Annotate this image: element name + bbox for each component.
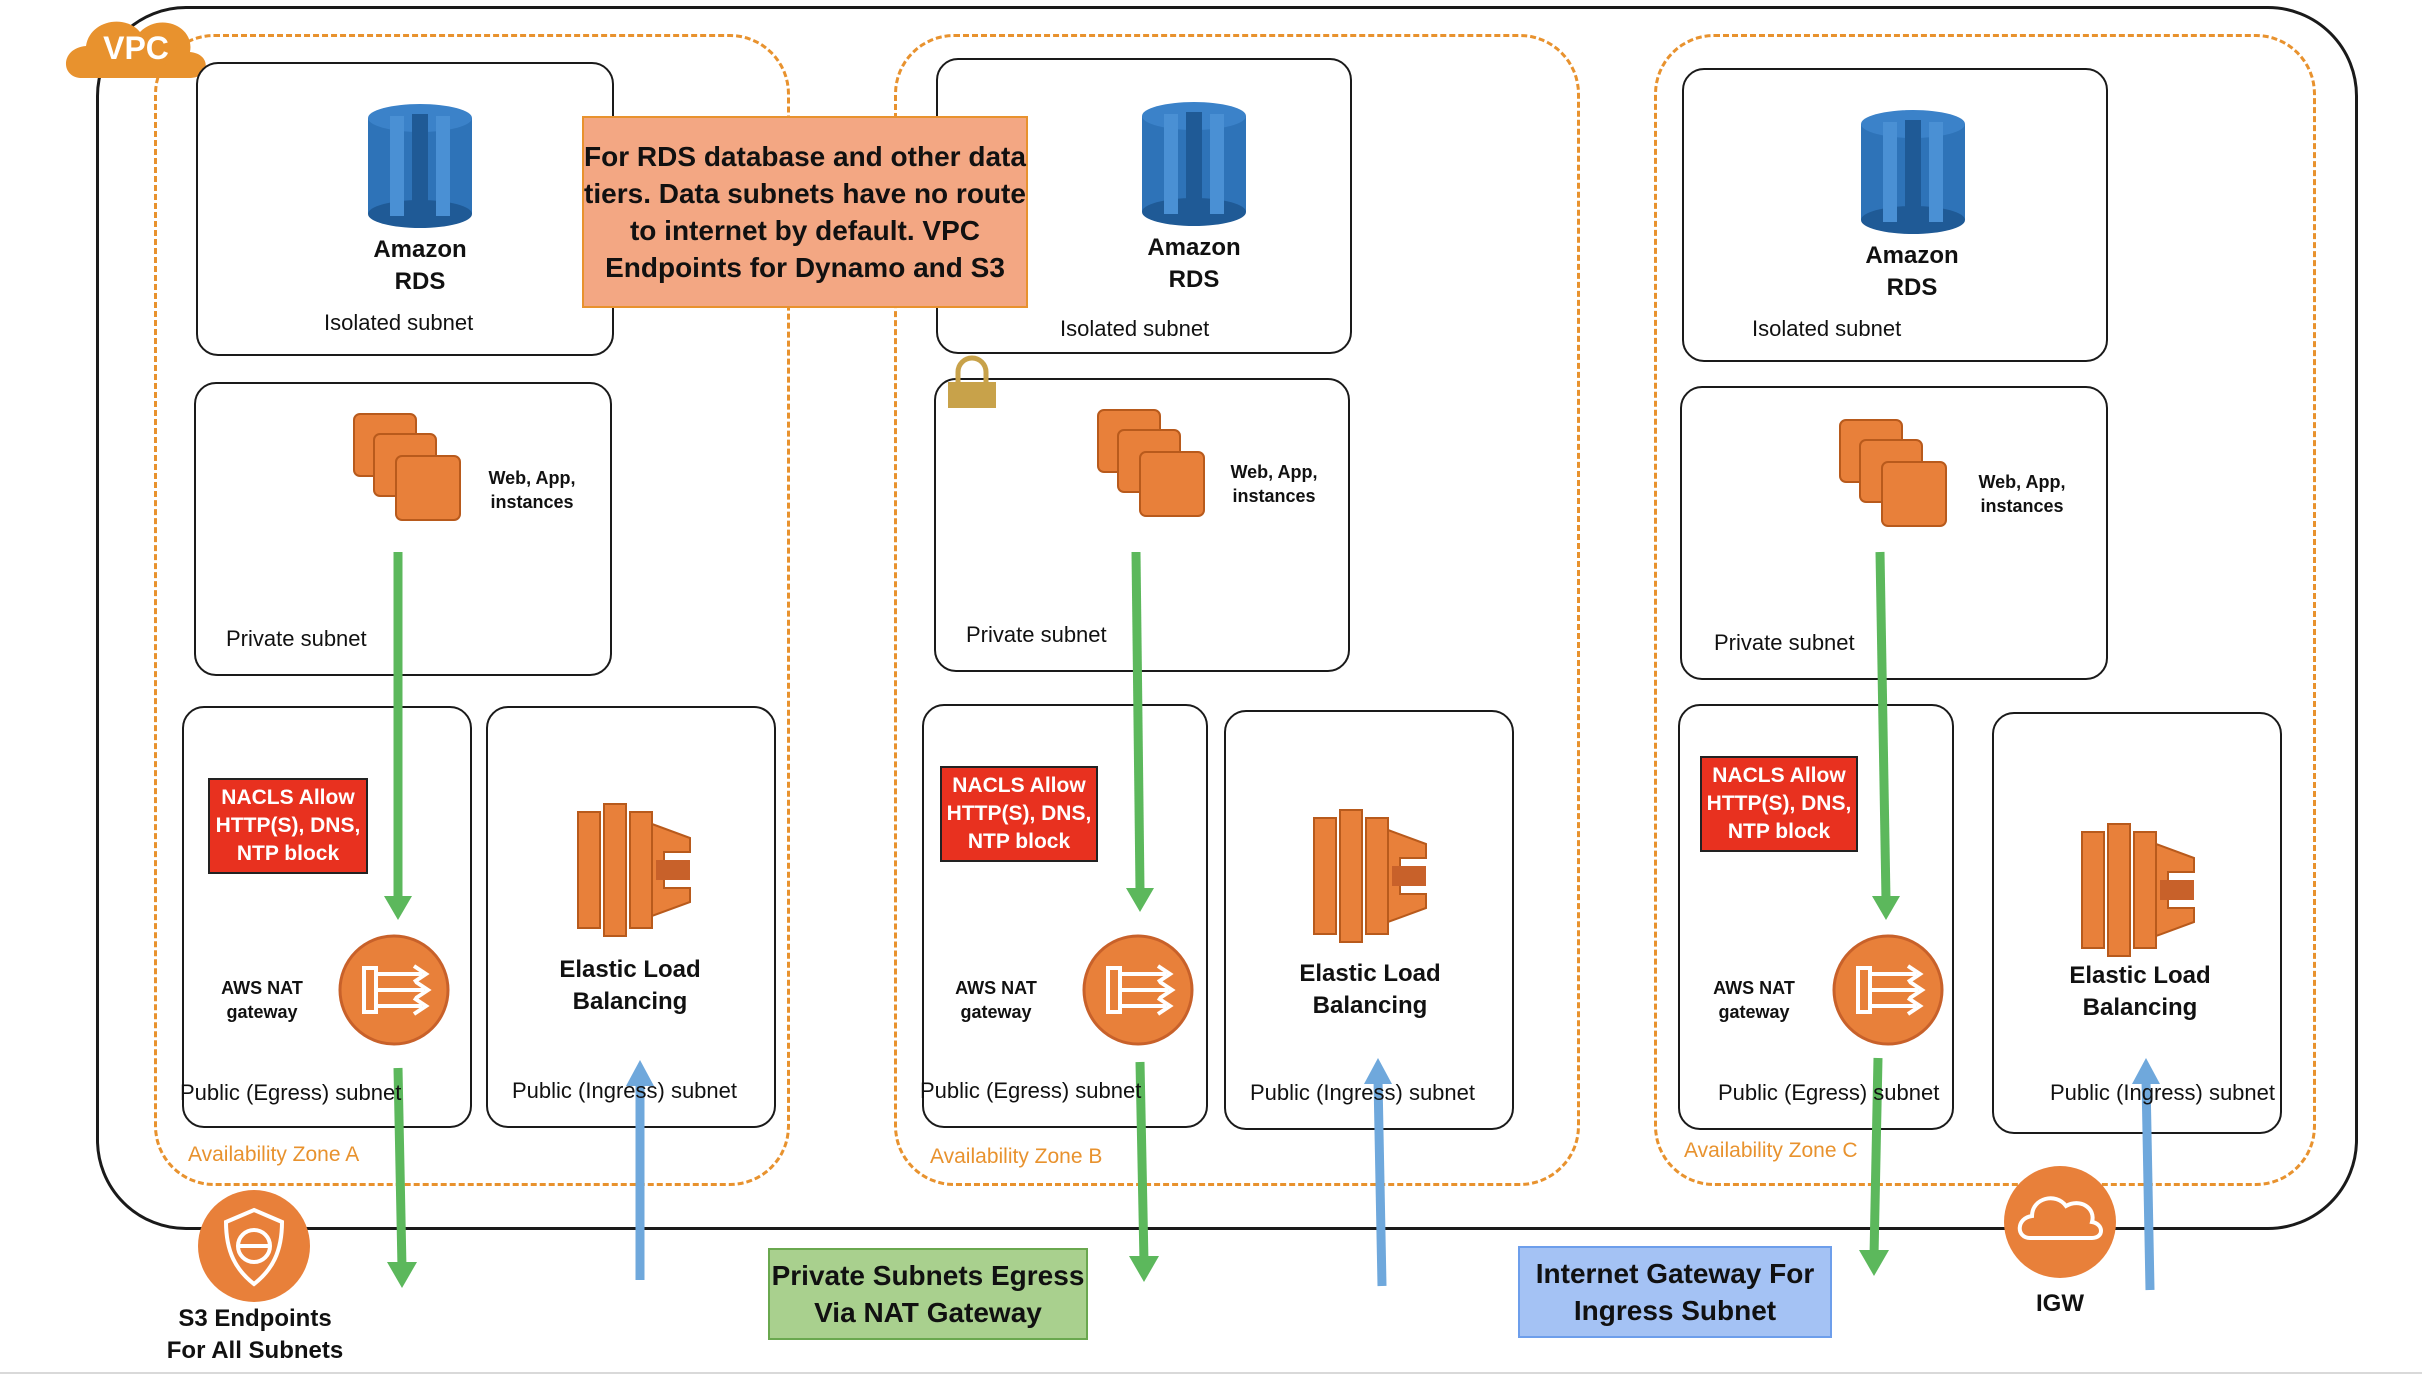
rds-label-c: Amazon RDS (1865, 242, 1959, 301)
vpc-boundary (96, 6, 2358, 1230)
nacl-note-b: NACLS Allow HTTP(S), DNS, NTP block (940, 766, 1098, 862)
instances-label-c: Web, App, instances (1978, 472, 2066, 516)
az-c-boundary (1654, 34, 2316, 1186)
ingress-subnet-label-b: Public (Ingress) subnet (1250, 1080, 1475, 1105)
private-subnet-label-c: Private subnet (1714, 630, 1855, 655)
private-subnet-label-b: Private subnet (966, 622, 1107, 647)
isolated-subnet-label-c: Isolated subnet (1752, 316, 1902, 341)
nat-label-b: AWS NAT gateway (955, 978, 1037, 1022)
ingress-subnet-b (1224, 710, 1514, 1130)
nacl-note-a: NACLS Allow HTTP(S), DNS, NTP block (208, 778, 368, 874)
az-b-boundary (894, 34, 1580, 1186)
bottom-divider (0, 1372, 2422, 1374)
az-a-boundary (154, 34, 790, 1186)
egress-subnet-a (182, 706, 472, 1128)
elb-label-a: Elastic Load Balancing (559, 956, 701, 1015)
egress-note: Private Subnets Egress Via NAT Gateway (768, 1248, 1088, 1340)
ingress-subnet-label-a: Public (Ingress) subnet (512, 1078, 737, 1103)
elb-label-c: Elastic Load Balancing (2069, 962, 2211, 1021)
igw-label: IGW (2036, 1290, 2084, 1317)
ingress-subnet-c (1992, 712, 2282, 1134)
ingress-note: Internet Gateway For Ingress Subnet (1518, 1246, 1832, 1338)
ingress-subnet-label-c: Public (Ingress) subnet (2050, 1080, 2275, 1105)
isolated-subnet-label-a: Isolated subnet (324, 310, 474, 335)
private-subnet-label-a: Private subnet (226, 626, 367, 651)
ingress-subnet-a (486, 706, 776, 1128)
rds-label-a: Amazon RDS (373, 236, 467, 295)
egress-subnet-label-b: Public (Egress) subnet (920, 1078, 1142, 1103)
nat-label-a: AWS NAT gateway (221, 978, 303, 1022)
az-c-label: Availability Zone C (1684, 1139, 1858, 1162)
egress-subnet-label-a: Public (Egress) subnet (180, 1080, 402, 1105)
nat-label-c: AWS NAT gateway (1713, 978, 1795, 1022)
nacl-note-c: NACLS Allow HTTP(S), DNS, NTP block (1700, 756, 1858, 852)
instances-label-b: Web, App, instances (1230, 462, 1318, 506)
az-a-label: Availability Zone A (188, 1143, 360, 1166)
isolated-subnet-label-b: Isolated subnet (1060, 316, 1210, 341)
egress-subnet-label-c: Public (Egress) subnet (1718, 1080, 1940, 1105)
data-tier-note: For RDS database and other data tiers. D… (582, 116, 1028, 308)
s3-endpoint-label: S3 Endpoints For All Subnets (166, 1305, 344, 1364)
elb-label-b: Elastic Load Balancing (1299, 960, 1441, 1019)
vpc-badge: VPC (103, 30, 169, 66)
rds-label-b: Amazon RDS (1147, 234, 1241, 293)
az-b-label: Availability Zone B (930, 1145, 1103, 1168)
instances-label-a: Web, App, instances (488, 468, 576, 512)
